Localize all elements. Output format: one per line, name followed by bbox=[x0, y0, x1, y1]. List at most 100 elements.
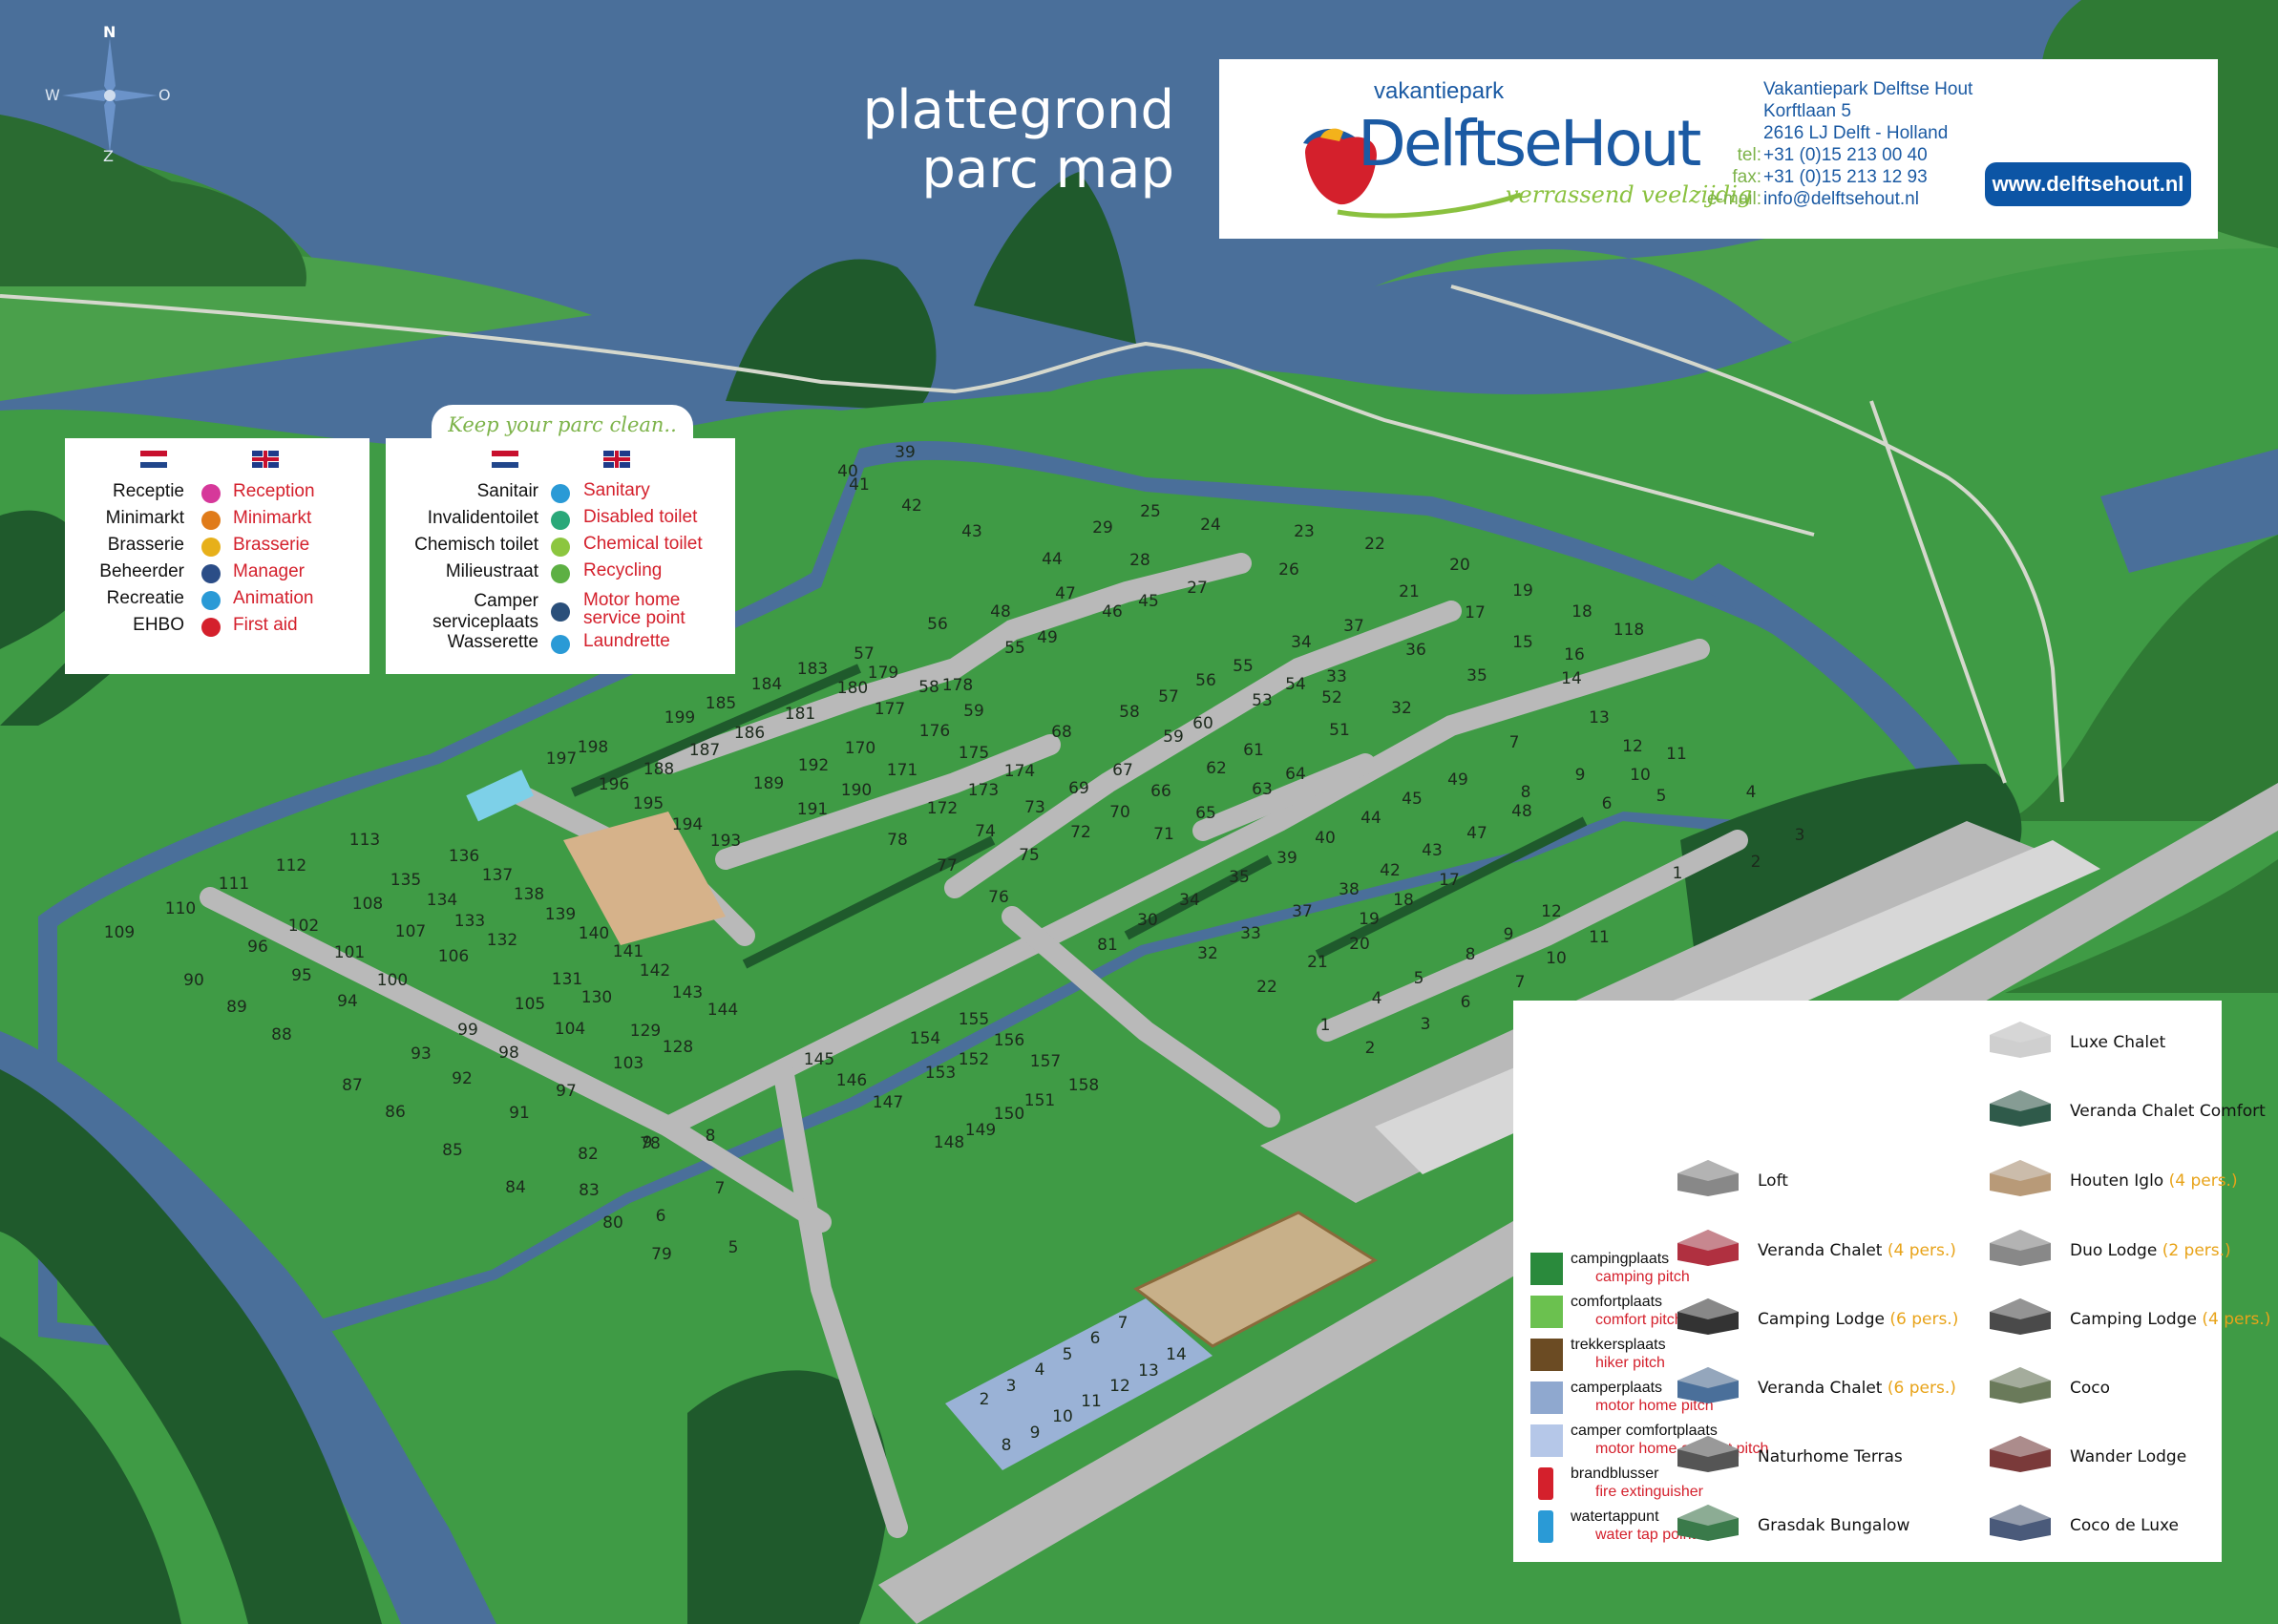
pitch-number: 197 bbox=[545, 749, 578, 769]
pitch-number: 96 bbox=[247, 938, 268, 957]
pitch-number: 98 bbox=[498, 1044, 519, 1063]
pitch-number: 59 bbox=[1163, 728, 1184, 747]
pitch-type-en: comfort pitch bbox=[1595, 1312, 1683, 1328]
pitch-number: 15 bbox=[1512, 633, 1533, 652]
pitch-number: 99 bbox=[457, 1021, 478, 1040]
pitch-number: 134 bbox=[426, 891, 458, 910]
pitch-number: 7 bbox=[1117, 1314, 1128, 1333]
website-button[interactable]: www.delftsehout.nl bbox=[1985, 162, 2191, 206]
pitch-number: 11 bbox=[1081, 1392, 1102, 1411]
pitch-number: 184 bbox=[750, 675, 783, 694]
pitch-number: 7 bbox=[1508, 733, 1520, 752]
pitch-number: 89 bbox=[226, 998, 247, 1017]
building-icon bbox=[1672, 1497, 1744, 1543]
pitch-number: 86 bbox=[385, 1103, 406, 1122]
legend-label-en: Minimarkt bbox=[233, 508, 312, 528]
pitch-number: 17 bbox=[1439, 871, 1460, 890]
pitch-type-nl: trekkersplaats bbox=[1571, 1337, 1666, 1353]
compass-rose: N W O Z bbox=[45, 23, 171, 165]
pitch-number: 146 bbox=[835, 1071, 868, 1090]
pitch-number: 108 bbox=[351, 895, 384, 914]
pitch-number: 155 bbox=[958, 1010, 990, 1029]
pitch-number: 183 bbox=[796, 660, 829, 679]
pitch-number: 49 bbox=[1447, 770, 1468, 790]
pitch-number: 13 bbox=[1138, 1361, 1159, 1381]
pitch-number: 48 bbox=[990, 602, 1011, 622]
pitch-number: 3 bbox=[1420, 1015, 1431, 1034]
pitch-number: 91 bbox=[509, 1104, 530, 1123]
pitch-number: 27 bbox=[1187, 579, 1208, 598]
pitch-number: 24 bbox=[1200, 516, 1221, 535]
pitch-number: 105 bbox=[514, 995, 546, 1014]
legend-label-en: Sanitary bbox=[583, 480, 650, 500]
pitch-number: 9 bbox=[1574, 766, 1586, 785]
pitch-number: 7 bbox=[1514, 973, 1526, 992]
pitch-number: 43 bbox=[961, 522, 982, 541]
pitch-number: 18 bbox=[1393, 891, 1414, 910]
pitch-number: 129 bbox=[629, 1022, 662, 1041]
pitch-number: 128 bbox=[662, 1038, 694, 1057]
first-aid-icon bbox=[201, 618, 221, 637]
pitch-number: 81 bbox=[1097, 936, 1118, 955]
pitch-number: 44 bbox=[1360, 809, 1382, 828]
pitch-number: 147 bbox=[872, 1093, 904, 1112]
pitch-number: 141 bbox=[612, 942, 644, 961]
contact-street: Korftlaan 5 bbox=[1763, 101, 1851, 121]
tel-label: tel: bbox=[1737, 145, 1761, 165]
pitch-number: 34 bbox=[1291, 633, 1312, 652]
pitch-number: 5 bbox=[1413, 969, 1424, 988]
pitch-number: 148 bbox=[933, 1133, 965, 1152]
pitch-number: 39 bbox=[1276, 849, 1297, 868]
building-type-label: Naturhome Terras bbox=[1758, 1447, 1903, 1466]
pitch-number: 138 bbox=[513, 885, 545, 904]
pitch-number: 103 bbox=[612, 1054, 644, 1073]
pitch-number: 153 bbox=[924, 1064, 957, 1083]
pitch-number: 7 bbox=[714, 1179, 726, 1198]
pitch-number: 84 bbox=[505, 1178, 526, 1197]
legend-label-nl: Wasserette bbox=[447, 632, 538, 652]
pitch-number: 47 bbox=[1466, 824, 1487, 843]
pitch-number: 113 bbox=[348, 831, 381, 850]
pitch-number: 39 bbox=[895, 443, 916, 462]
pitch-number: 22 bbox=[1256, 978, 1277, 997]
pitch-number: 20 bbox=[1449, 556, 1470, 575]
pitch-type-en: water tap point bbox=[1595, 1527, 1696, 1543]
dutch-flag-icon bbox=[492, 451, 518, 468]
pitch-number: 174 bbox=[1003, 762, 1036, 781]
legend-label-en: Reception bbox=[233, 481, 315, 501]
pitch-number: 9 bbox=[1029, 1424, 1041, 1443]
brand-logo-icon bbox=[1303, 128, 1377, 205]
pitch-number: 48 bbox=[1511, 802, 1532, 821]
pitch-number: 135 bbox=[390, 871, 422, 890]
pitch-number: 10 bbox=[1630, 766, 1651, 785]
pitch-number: 195 bbox=[632, 794, 664, 813]
pitch-number: 109 bbox=[103, 923, 136, 942]
pitch-number: 55 bbox=[1233, 657, 1254, 676]
pitch-number: 132 bbox=[486, 931, 518, 950]
pitch-number: 8 bbox=[1001, 1436, 1012, 1455]
contact-email[interactable]: info@delftsehout.nl bbox=[1763, 189, 1919, 209]
fax-label: fax: bbox=[1732, 167, 1761, 187]
building-icon bbox=[1984, 1497, 2057, 1543]
pitch-number: 97 bbox=[556, 1082, 577, 1101]
pitch-number: 92 bbox=[452, 1069, 473, 1088]
pitch-number: 52 bbox=[1321, 688, 1342, 707]
pitch-number: 56 bbox=[1195, 671, 1216, 690]
pitch-number: 150 bbox=[993, 1105, 1025, 1124]
pitch-number: 57 bbox=[854, 644, 875, 664]
pitch-number: 136 bbox=[448, 847, 480, 866]
building-type-label: Veranda Chalet (4 pers.) bbox=[1758, 1241, 1956, 1260]
compass-icon bbox=[62, 38, 158, 153]
pitch-number: 172 bbox=[926, 799, 959, 818]
brand-tagline: verrassend veelzijdig bbox=[1506, 181, 1753, 208]
pitch-number: 78 bbox=[887, 831, 908, 850]
pitch-number: 191 bbox=[796, 800, 829, 819]
